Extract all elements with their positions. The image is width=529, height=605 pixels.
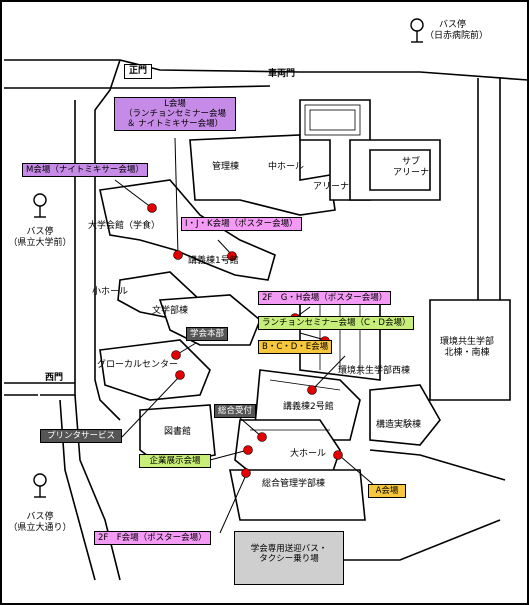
bus-stop-sublabel: （県立大通り） xyxy=(8,523,72,533)
building-env-line1: 環境共生学部 xyxy=(440,337,495,347)
bus-stop-label: バス停 xyxy=(26,227,54,237)
main-gate-label: 正門 xyxy=(124,64,153,79)
venue-CD: ランチョンセミナー会場（C・D会場） xyxy=(258,316,415,330)
venue-L-sub2: ＆ ナイトミキサー会場） xyxy=(126,119,224,129)
building-library: 図書館 xyxy=(164,427,192,437)
building-env-north-south: 環境共生学部 北棟・南棟 xyxy=(440,337,494,359)
building-sub-arena: サブ アリーナ xyxy=(393,157,429,179)
building-env-west: 環境共生学部西棟 xyxy=(338,366,411,376)
building-sub-arena-line2: アリーナ xyxy=(393,168,430,178)
venue-exhibition: 企業展示会場 xyxy=(139,454,211,468)
bus-stop-hospital: バス停 （日赤病院前） xyxy=(425,20,495,42)
marker-F xyxy=(241,468,251,478)
bus-stop-icon xyxy=(33,473,47,487)
bus-stop-icon xyxy=(410,18,424,32)
venue-IJK: I・J・K会場（ポスター会場） xyxy=(181,217,302,231)
venue-M: M会場（ナイトミキサー会場） xyxy=(22,163,148,177)
shuttle-line2: タクシー乗り場 xyxy=(259,554,319,564)
building-small-hall: 小ホール xyxy=(92,287,129,297)
venue-BCDE: B・C・D・E会場 xyxy=(258,340,333,354)
marker-exhibition xyxy=(243,445,253,455)
bus-stop-sublabel: （日赤病院前） xyxy=(425,31,489,41)
roads xyxy=(4,59,529,581)
venue-hq: 学会本部 xyxy=(186,327,229,341)
bus-stop-label: バス停 xyxy=(439,20,467,30)
marker-A xyxy=(333,450,343,460)
bus-stop-univ: バス停 （県立大学前） xyxy=(4,227,76,249)
bus-stop-icons xyxy=(33,18,424,498)
west-gate-label: 西門 xyxy=(45,373,64,383)
bus-stop-avenue: バス停 （県立大通り） xyxy=(4,512,76,534)
building-lecture1: 講義棟1号館 xyxy=(188,256,239,266)
bus-stop-icon xyxy=(33,193,47,207)
venue-L-sub1: （ランチョンセミナー会場 xyxy=(123,109,226,119)
building-structure-lab: 構造実験棟 xyxy=(376,420,422,430)
building-lecture2: 講義棟2号館 xyxy=(283,402,334,412)
venue-A: A会場 xyxy=(368,484,406,498)
building-sub-arena-line1: サブ xyxy=(402,157,421,167)
vehicle-gate-label: 車両門 xyxy=(268,69,296,79)
building-general-mgmt: 総合管理学部棟 xyxy=(262,479,326,489)
shuttle-stop: 学会専用送迎バス・ タクシー乗り場 xyxy=(234,531,344,585)
marker-L xyxy=(173,250,183,260)
marker-hq xyxy=(171,350,181,360)
bus-stop-label: バス停 xyxy=(26,512,54,522)
venue-L-title: L会場 xyxy=(164,99,186,109)
venue-reception: 総合受付 xyxy=(214,404,257,418)
building-global-center: グローカルセンター xyxy=(97,360,179,370)
building-detail xyxy=(250,104,361,431)
marker-IJK xyxy=(227,251,237,261)
building-admin: 管理棟 xyxy=(212,162,240,172)
venue-L: L会場 （ランチョンセミナー会場 ＆ ナイトミキサー会場） xyxy=(114,97,236,131)
bus-stop-sublabel: （県立大学前） xyxy=(8,238,72,248)
building-humanities: 文学部棟 xyxy=(152,306,189,316)
venue-printer: プリンタサービス xyxy=(40,429,122,443)
marker-M xyxy=(147,203,157,213)
marker-printer xyxy=(175,370,185,380)
building-arena: アリーナ xyxy=(313,182,350,192)
venue-GH: 2F G・H会場（ポスター会場） xyxy=(258,291,392,305)
building-env-line2: 北棟・南棟 xyxy=(444,348,490,358)
building-big-hall: 大ホール xyxy=(290,449,327,459)
marker-reception xyxy=(257,432,267,442)
marker-BCDE xyxy=(307,385,317,395)
venue-F: 2F F会場（ポスター会場） xyxy=(94,531,211,545)
shuttle-line1: 学会専用送迎バス・ xyxy=(250,544,328,554)
building-center-hall: 中ホール xyxy=(268,162,305,172)
building-univ-hall: 大学会館（学食） xyxy=(88,221,161,231)
